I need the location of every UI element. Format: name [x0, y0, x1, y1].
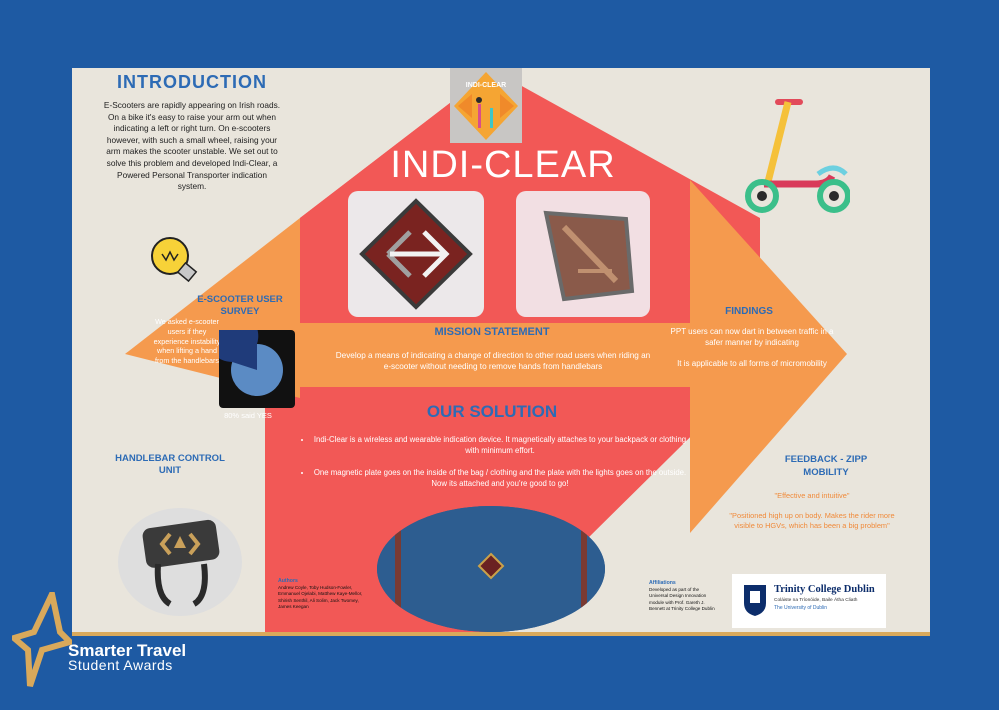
feedback-quote: "Effective and intuitive" — [774, 491, 850, 500]
backpack-photo — [377, 506, 605, 632]
survey-pie-svg — [206, 309, 283, 396]
findings-body: PPT users can now dart in between traffi… — [664, 326, 840, 379]
tcd-crest-icon — [744, 585, 766, 616]
brand-line-1: Smarter Travel — [68, 641, 187, 660]
affiliations-body: Developed as part of the Universal Desig… — [649, 586, 715, 612]
star-icon — [12, 592, 72, 687]
poster: INDI-CLEAR INDI-CLEAR INTRODUCTION E-Sco… — [72, 68, 930, 632]
brand-line-2: Student Awards — [68, 657, 173, 673]
indicator-back-photo — [516, 191, 650, 317]
mission-body: Develop a means of indicating a change o… — [335, 351, 651, 371]
right-orange-wedge — [690, 180, 847, 533]
tcd-name: Trinity College Dublin — [774, 584, 875, 595]
poster-title: INDI-CLEAR — [390, 144, 616, 186]
feedback-quote: "Positioned high up on body. Makes the r… — [729, 511, 895, 530]
tcd-irish-name: Coláiste na Tríonóide, Baile Átha Cliath — [774, 598, 858, 603]
authors-heading: Authors — [278, 578, 298, 584]
logo-text: INDI-CLEAR — [465, 82, 507, 89]
survey-body: We asked e-scooter users if they experie… — [153, 317, 221, 366]
tcd-logo: Trinity College Dublin Coláiste na Tríon… — [732, 574, 886, 628]
survey-heading: E-SCOOTER USER SURVEY — [197, 294, 283, 317]
introduction-heading: INTRODUCTION — [117, 72, 267, 92]
indi-clear-logo: INDI-CLEAR — [450, 68, 522, 143]
affiliations-heading: Affiliations — [649, 580, 676, 586]
handlebar-unit-photo — [118, 508, 242, 616]
introduction-body: E-Scooters are rapidly appearing on Iris… — [103, 100, 281, 192]
authors-body: Andrew Coyle, Toby Hudson-Fowler, Emmanu… — [278, 584, 363, 610]
affiliations-block: Affiliations Developed as part of the Un… — [649, 580, 717, 613]
lightbulb-icon — [151, 237, 198, 283]
findings-heading: FINDINGS — [725, 306, 773, 317]
solution-bullet: Indi-Clear is a wireless and wearable in… — [312, 434, 688, 456]
mission-band — [300, 323, 690, 387]
findings-paragraph: It is applicable to all forms of micromo… — [677, 359, 827, 368]
solution-list: Indi-Clear is a wireless and wearable in… — [302, 434, 688, 500]
authors-block: Authors Andrew Coyle, Toby Hudson-Fowler… — [278, 578, 368, 611]
survey-caption: 80% said YES — [224, 411, 272, 420]
feedback-heading: FEEDBACK - ZIPP MOBILITY — [784, 454, 868, 478]
tcd-english-name: The University of Dublin — [774, 605, 828, 611]
solution-heading: OUR SOLUTION — [426, 402, 558, 421]
scooter-icon — [745, 99, 850, 213]
findings-paragraph: PPT users can now dart in between traffi… — [670, 327, 834, 347]
solution-bullet: One magnetic plate goes on the inside of… — [312, 467, 688, 489]
gold-rule — [72, 632, 930, 636]
handlebar-heading: HANDLEBAR CONTROL UNIT — [115, 453, 225, 476]
survey-pie-chart — [206, 309, 295, 408]
feedback-body: "Effective and intuitive" "Positioned hi… — [727, 491, 897, 541]
indicator-front-photo — [348, 191, 484, 317]
mission-heading: MISSION STATEMENT — [434, 326, 550, 338]
pie-slice-yes — [206, 309, 259, 370]
